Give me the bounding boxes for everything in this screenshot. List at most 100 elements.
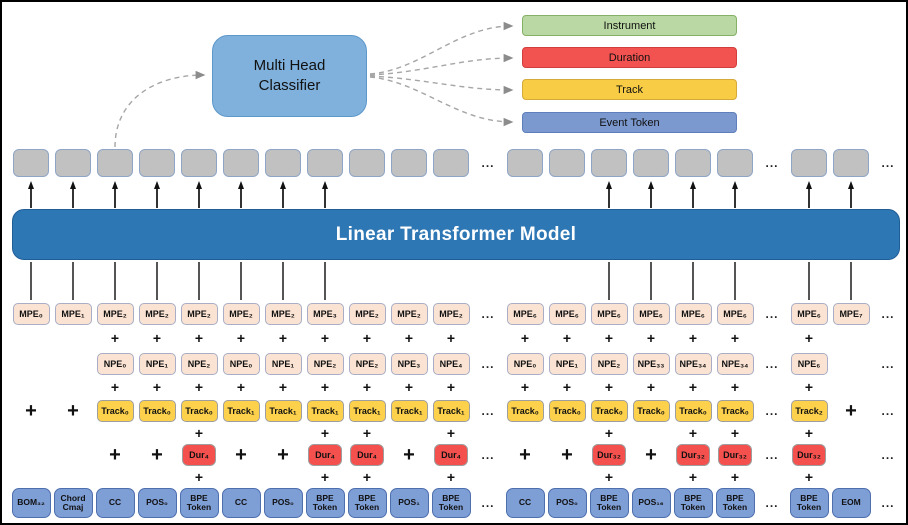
plus-sign: + [446,469,456,485]
grid-slot [346,261,388,301]
hidden-state-box [675,149,711,177]
plus-sign: + [151,444,163,466]
grid-slot: + [304,425,346,441]
grid-slot [504,149,546,177]
grid-slot: ... [872,352,904,376]
up-arrow [806,180,812,208]
grid-slot [430,261,472,301]
grid-slot: MPE₂ [220,302,262,326]
track-embedding-box: Track₁ [432,400,470,422]
grid-slot: ... [472,443,504,467]
up-arrow [196,180,202,208]
input-arrow-line [114,262,116,300]
grid-slot: BPE Token [588,487,630,519]
grid-slot [304,180,346,208]
input-token-box: CC [221,488,261,518]
grid-slot [546,261,588,301]
grid-slot: MPE₇ [830,302,872,326]
grid-slot: Track₀ [672,399,714,423]
up-arrow-line [198,188,200,208]
grid-slot: + [588,327,630,349]
plus-sign: + [730,330,740,346]
npe-embedding-box: NPE₀ [506,353,544,375]
grid-slot [346,149,388,177]
input-token-box: POS₁₆ [631,488,671,518]
grid-slot [388,469,430,485]
up-arrow-line [808,188,810,208]
grid-slot: NPE₂ [346,352,388,376]
plus-sign: + [845,400,857,422]
grid-slot [672,261,714,301]
plus-sign: + [520,330,530,346]
grid-slot: + [94,377,136,397]
grid-slot: MPE₃ [304,302,346,326]
grid-slot: MPE₆ [546,302,588,326]
hidden-state-box [433,149,469,177]
grid-slot: + [504,377,546,397]
plus-sign: + [404,379,414,395]
grid-slot: + [630,327,672,349]
up-arrow [154,180,160,208]
hidden-state-box [13,149,49,177]
up-arrow [690,180,696,208]
dashed-arrow-classifier-to-duration [369,53,514,76]
track-embedding-box: Track₀ [716,400,754,422]
grid-slot: MPE₂ [136,302,178,326]
duration-embedding-box: Dur₃₂ [792,444,826,466]
hidden-state-box [55,149,91,177]
plus-sign: + [604,425,614,441]
grid-slot: NPE₆ [788,352,830,376]
hidden-state-box [591,149,627,177]
grid-slot: + [714,327,756,349]
grid-slot [136,261,178,301]
input-arrow-line [608,262,610,300]
grid-slot: ... [756,302,788,326]
grid-slot: + [546,443,588,467]
grid-slot [430,180,472,208]
ellipsis: ... [765,156,779,170]
grid-slot [52,352,94,376]
up-arrow [606,180,612,208]
grid-slot: NPE₁ [136,352,178,376]
input-token-box: Chord Cmaj [53,488,93,518]
plus-sign: + [25,400,37,422]
grid-slot [872,261,904,301]
mpe-embedding-box: MPE₂ [432,303,470,325]
npe-embedding-box: NPE₂ [590,353,628,375]
grid-slot: NPE₃ [388,352,430,376]
mpe-embedding-box: MPE₆ [790,303,828,325]
grid-slot: Track₂ [788,399,830,423]
grid-slot: ... [472,352,504,376]
input-token-box: BPE Token [589,488,629,518]
grid-slot: + [430,327,472,349]
input-token-box: BPE Token [789,488,829,518]
grid-slot [788,180,830,208]
grid-slot [10,469,52,485]
grid-slot: + [672,469,714,485]
grid-slot: CC [504,487,546,519]
grid-slot: + [388,327,430,349]
grid-slot [388,149,430,177]
grid-slot: MPE₂ [388,302,430,326]
grid-slot: Dur₄ [304,443,346,467]
plus-sign: + [604,379,614,395]
up-arrow-line [734,188,736,208]
hidden-state-box [223,149,259,177]
plus-row-track-dur: ++++++++ [2,425,906,441]
input-arrow-line [198,262,200,300]
track-embedding-box: Track₀ [674,400,712,422]
grid-slot: + [388,377,430,397]
input-token-box: CC [95,488,135,518]
grid-slot [262,261,304,301]
plus-sign: + [362,425,372,441]
plus-sign: + [604,469,614,485]
plus-sign: + [688,379,698,395]
grid-slot: MPE₆ [630,302,672,326]
grid-slot [872,180,904,208]
input-to-bar-line-row [2,261,906,301]
grid-slot [830,180,872,208]
grid-slot: NPE₃₃ [630,352,672,376]
grid-slot: ... [472,487,504,519]
up-arrow [238,180,244,208]
grid-slot: + [672,425,714,441]
